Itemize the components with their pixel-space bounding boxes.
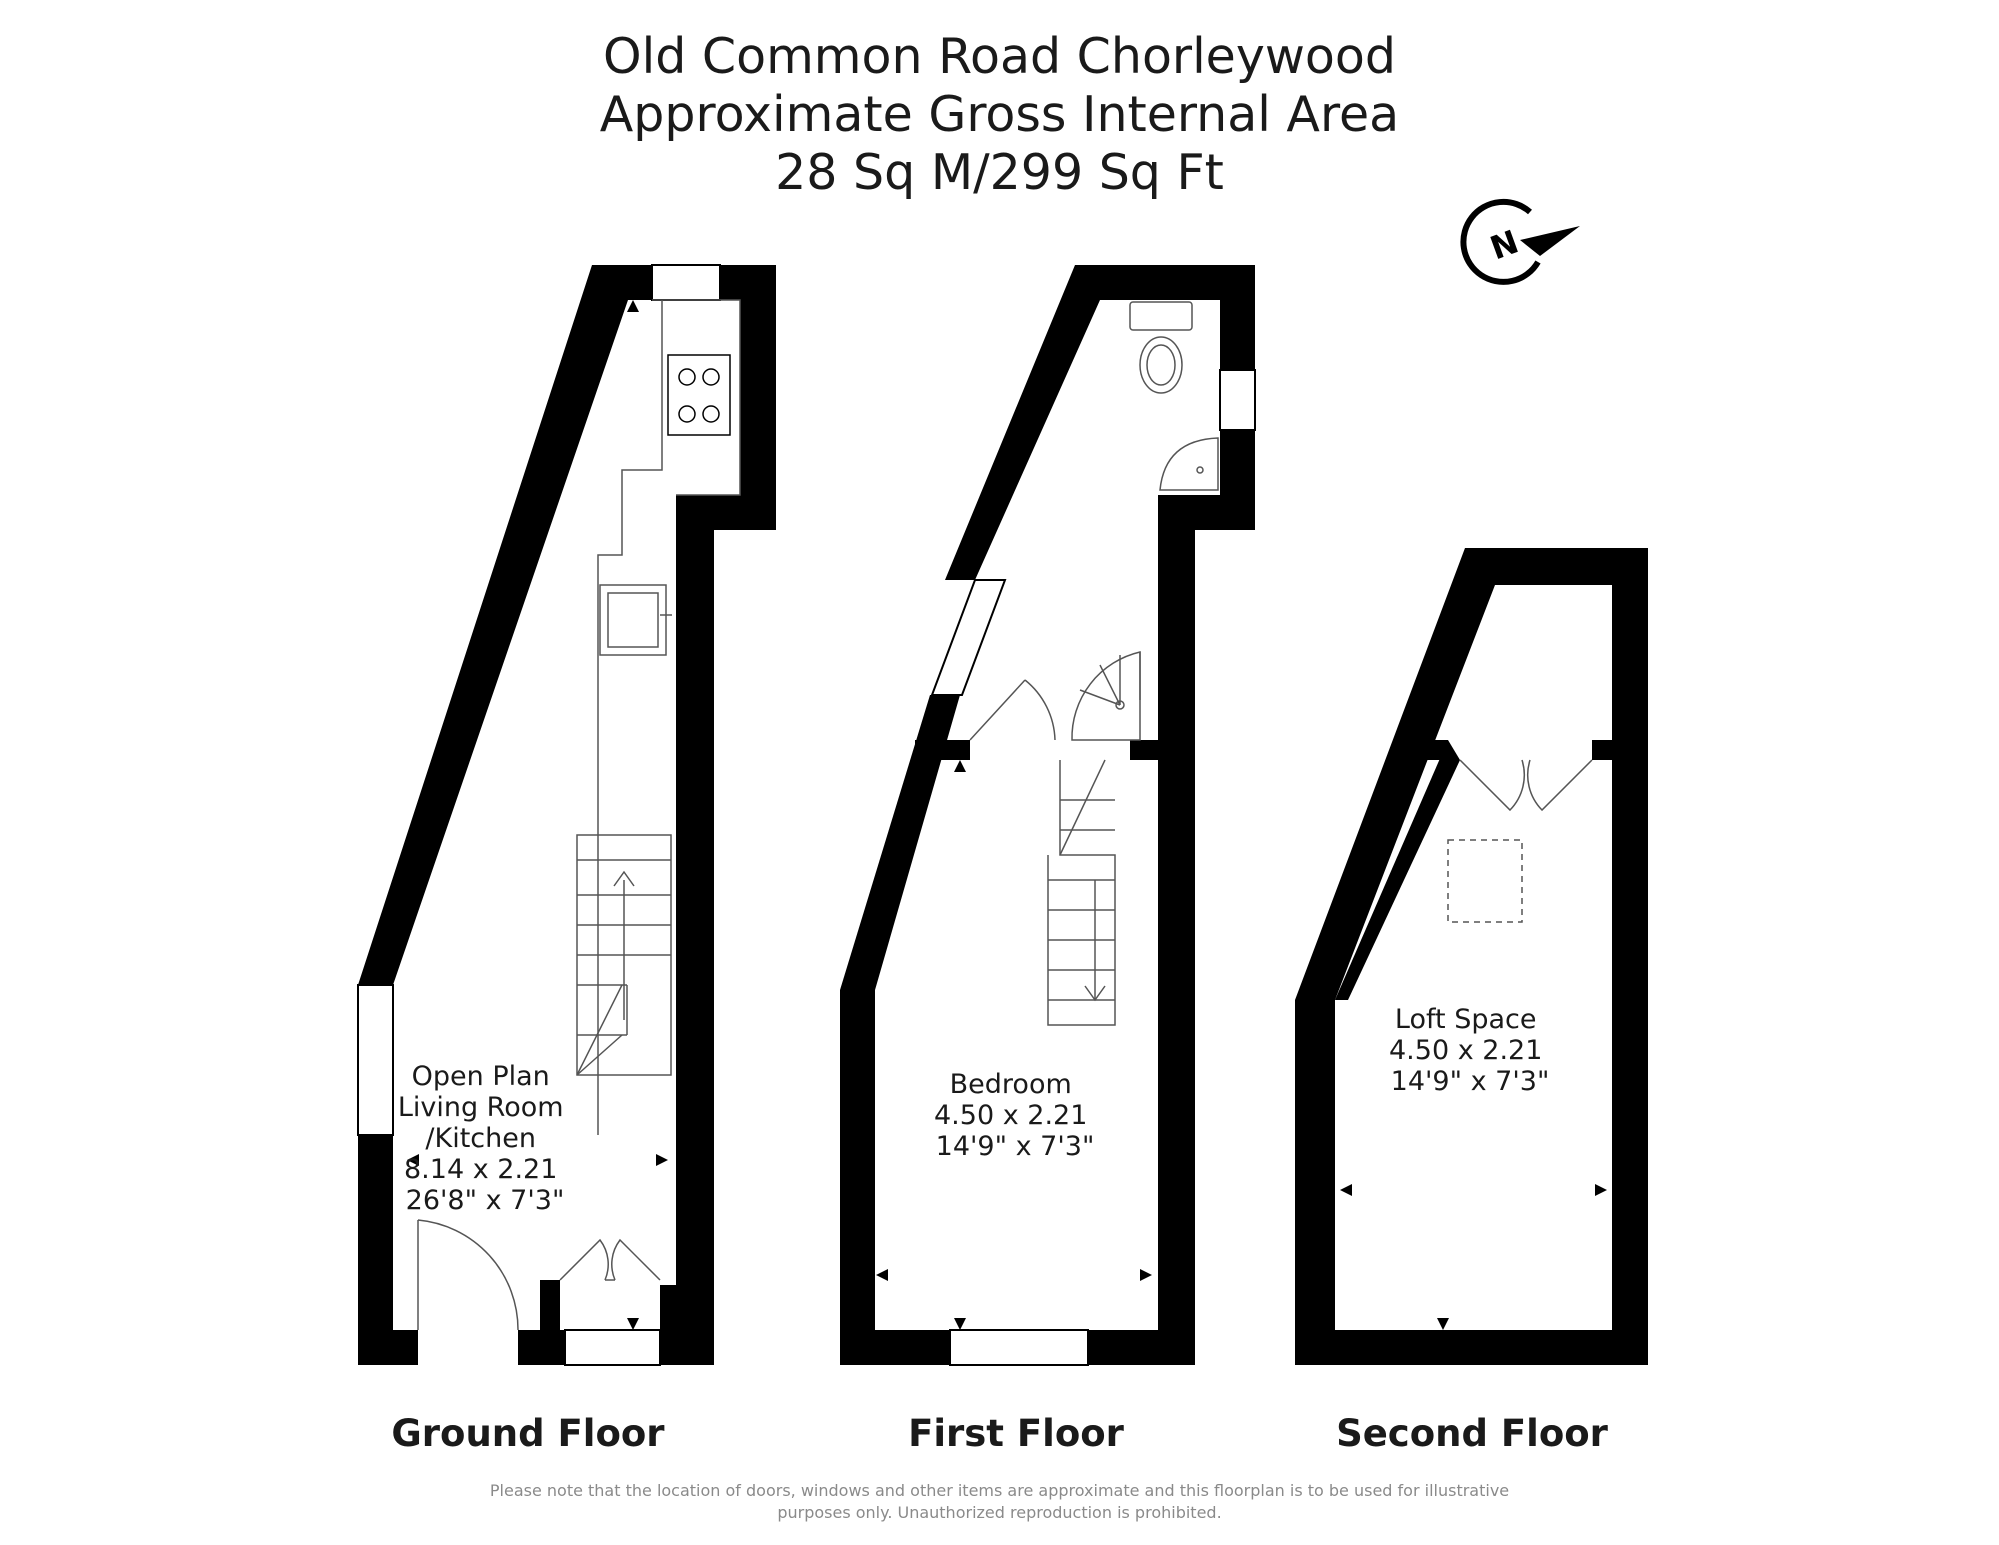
second-floor-dimension-markers [1340, 760, 1607, 1330]
skylight [1447, 839, 1523, 923]
front-door[interactable] [417, 1219, 519, 1331]
kitchen-counter [597, 299, 741, 1135]
ground-floor-plan: Open Plan Living Room /Kitchen 8.14 x 2.… [357, 264, 776, 1366]
open-plan-living-room-label: Open Plan Living Room /Kitchen 8.14 x 2.… [398, 1061, 572, 1216]
bedroom-label: Bedroom 4.50 x 2.21 14'9" x 7'3" [934, 1069, 1096, 1162]
first-floor-dimension-markers [876, 760, 1152, 1330]
loft-space-label: Loft Space 4.50 x 2.21 14'9" x 7'3" [1389, 1004, 1551, 1097]
sink-icon [599, 584, 672, 656]
ground-floor-windows [357, 264, 721, 1366]
second-floor-walls [1295, 548, 1648, 1365]
ground-floor-label: Ground Floor [391, 1412, 665, 1455]
second-floor-label: Second Floor [1336, 1412, 1608, 1455]
first-floor-walls [840, 265, 1255, 1365]
compass-icon: N [1460, 198, 1580, 285]
first-floor-stairs [1047, 759, 1116, 1026]
toilet-icon [1129, 301, 1193, 394]
ground-floor-stairs [576, 834, 672, 1076]
property-title: Old Common Road Chorleywood [603, 28, 1396, 85]
ground-floor-walls [358, 265, 776, 1365]
cupboard-door[interactable] [559, 1238, 661, 1281]
disclaimer-line-2: purposes only. Unauthorized reproduction… [777, 1502, 1222, 1522]
first-floor-label: First Floor [908, 1412, 1124, 1455]
plan-header: Old Common Road Chorleywood Approximate … [0, 28, 1999, 201]
bathroom-door[interactable] [969, 679, 1056, 741]
first-floor-plan: Bedroom 4.50 x 2.21 14'9" x 7'3" [840, 265, 1256, 1366]
compass-letter: N [1485, 223, 1523, 268]
second-floor-plan: Loft Space 4.50 x 2.21 14'9" x 7'3" [1295, 548, 1648, 1365]
disclaimer-line-1: Please note that the location of doors, … [489, 1481, 1510, 1500]
area-caption: Approximate Gross Internal Area [599, 85, 1400, 143]
disclaimer: Please note that the location of doors, … [0, 1480, 1999, 1523]
first-floor-windows [930, 369, 1256, 1366]
hob-icon [667, 354, 731, 436]
area-value: 28 Sq M/299 Sq Ft [775, 143, 1224, 201]
spiral-stairs [1071, 651, 1141, 741]
loft-double-door[interactable] [1459, 759, 1593, 812]
ground-floor-dimension-markers [407, 300, 668, 1330]
basin-icon [1159, 437, 1219, 491]
